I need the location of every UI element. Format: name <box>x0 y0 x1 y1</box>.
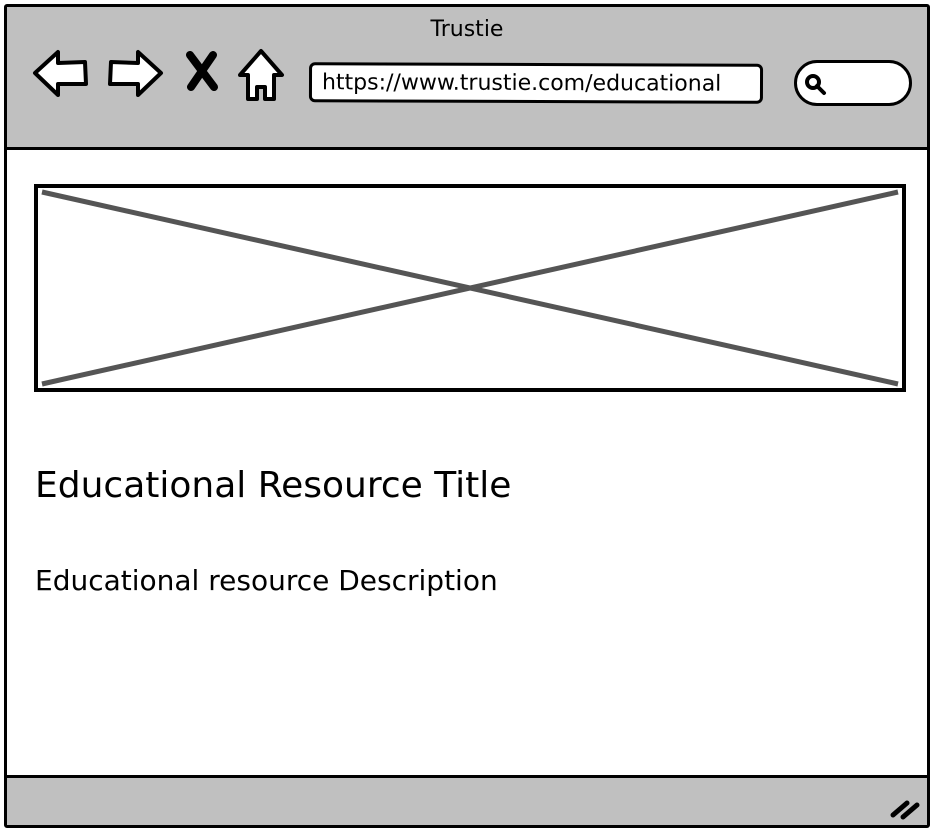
browser-titlebar: Trustie https://www.trustie.com/educatio… <box>7 7 927 150</box>
stop-button[interactable] <box>185 51 219 91</box>
home-button[interactable] <box>236 47 286 105</box>
address-bar[interactable]: https://www.trustie.com/educational <box>308 62 764 104</box>
arrow-right-icon <box>108 50 163 97</box>
forward-button[interactable] <box>105 45 165 101</box>
status-bar <box>7 775 927 825</box>
search-icon <box>805 74 826 95</box>
resource-description: Educational resource Description <box>35 564 498 597</box>
window-title: Trustie <box>430 17 504 42</box>
home-icon <box>238 49 284 101</box>
search-input[interactable] <box>794 60 912 106</box>
resize-grip-icon[interactable] <box>887 793 921 821</box>
close-icon <box>186 51 218 91</box>
resource-title: Educational Resource Title <box>35 465 512 506</box>
image-placeholder-cross-icon <box>41 189 899 387</box>
back-button[interactable] <box>31 45 91 101</box>
url-text: https://www.trustie.com/educational <box>321 70 722 97</box>
page-content: Educational Resource Title Educational r… <box>7 150 927 782</box>
image-placeholder <box>34 184 906 392</box>
browser-window: Trustie https://www.trustie.com/educatio… <box>4 4 930 828</box>
arrow-left-icon <box>33 50 88 97</box>
